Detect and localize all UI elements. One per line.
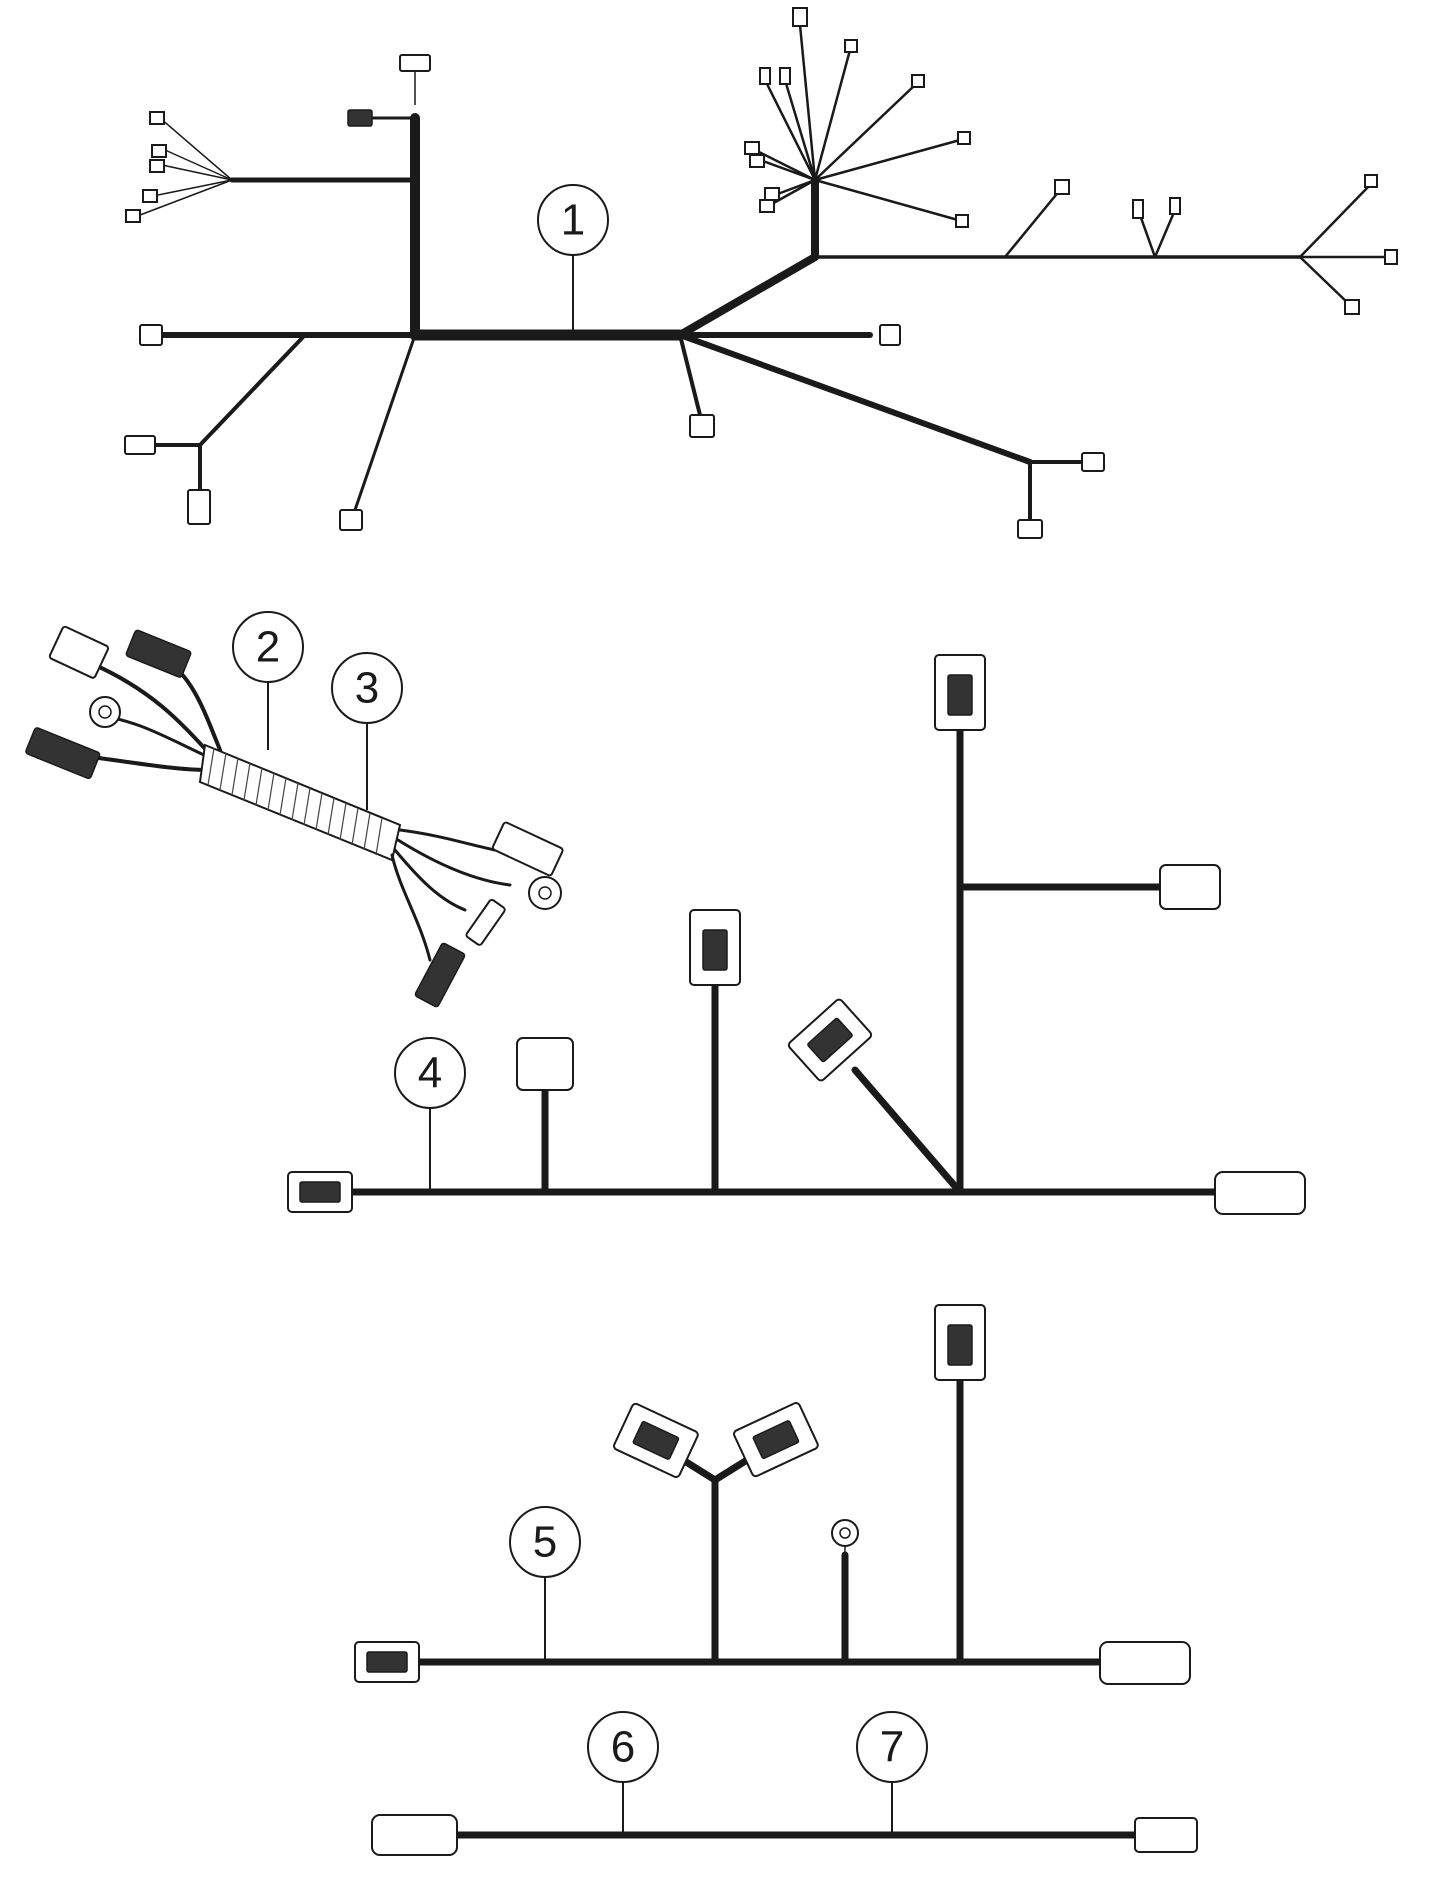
h1-upper-right-diag [676, 253, 819, 339]
connector [955, 214, 969, 228]
h1-right-branch-c [1153, 208, 1177, 259]
connector [149, 111, 165, 125]
connector [1384, 249, 1398, 265]
h1-right-branch-f [1298, 255, 1352, 307]
callout-7-circle [856, 1711, 928, 1783]
connector [149, 159, 165, 173]
loom-tube [198, 743, 402, 862]
callout-2-circle [232, 611, 304, 683]
connector [1081, 452, 1105, 472]
connector [1134, 1817, 1198, 1853]
connector [124, 435, 156, 455]
ring-terminal-hole [839, 1527, 851, 1539]
connector-detail [947, 674, 973, 716]
loom-ribs [207, 747, 383, 856]
h1-lower-mid-branch [353, 333, 417, 512]
connector [139, 324, 163, 346]
connector [759, 67, 771, 85]
harness-5: 5 [354, 1304, 1191, 1685]
connector [764, 187, 780, 201]
connector [749, 154, 765, 168]
harness-1: 1 [124, 7, 1398, 539]
connector [759, 199, 775, 213]
h4-branch-c [851, 1066, 964, 1196]
loom-connector-left-dark [125, 629, 192, 678]
h1-lower-left-branch [198, 333, 307, 447]
callout-5-circle [509, 1506, 581, 1578]
connector [371, 1814, 458, 1856]
connector-detail [299, 1181, 341, 1203]
h1-right-branch-d [1298, 183, 1372, 259]
connector [1169, 197, 1181, 215]
callout-6-circle [587, 1711, 659, 1783]
h1-top-fan [753, 23, 962, 222]
callout-3-circle [331, 652, 403, 724]
connector [689, 414, 715, 438]
ring-terminal-hole [538, 886, 552, 900]
loom-wire [93, 663, 217, 762]
connector [1099, 1641, 1191, 1685]
connector [1364, 174, 1378, 188]
loom-connector-left-top [48, 625, 110, 679]
connector [787, 998, 873, 1082]
callout-7-label: 7 [880, 1723, 904, 1772]
callout-4-label: 4 [418, 1049, 442, 1098]
connector [1159, 864, 1221, 910]
loom-wire [393, 848, 467, 912]
connector [516, 1037, 574, 1091]
callout-4-circle [394, 1037, 466, 1109]
callout-1-label: 1 [561, 196, 585, 245]
loom-connector-right-mid [465, 898, 506, 946]
harness-2-3-loom: 2 3 [25, 611, 564, 1008]
callout-6-label: 6 [611, 1723, 635, 1772]
connector [879, 324, 901, 346]
connector [142, 189, 158, 203]
callout-3-label: 3 [355, 664, 379, 713]
connector [613, 1402, 699, 1478]
connector [1017, 519, 1043, 539]
loom-wire [398, 828, 497, 852]
h1-right-branch-b [1138, 213, 1157, 259]
h1-small-drop [678, 333, 702, 417]
connector [733, 1402, 819, 1478]
h1-connectors [124, 7, 1398, 539]
connector [125, 209, 141, 223]
connector [399, 54, 431, 72]
connector [1344, 299, 1360, 315]
connector [187, 489, 211, 525]
harness-4: 4 [287, 654, 1306, 1215]
connector [1214, 1171, 1306, 1215]
connector [1054, 179, 1070, 195]
ring-terminal-hole [98, 705, 112, 719]
callout-1-circle [537, 184, 609, 256]
loom-connector-right-bottom [414, 942, 466, 1008]
connector-detail [366, 1651, 408, 1673]
connector [844, 39, 858, 53]
callout-2-label: 2 [256, 623, 280, 672]
connector [347, 109, 373, 127]
connector-detail [702, 929, 728, 971]
loom-connector-left-bottom [25, 727, 101, 780]
loom-wire [396, 838, 512, 887]
callout-5-label: 5 [533, 1518, 557, 1567]
connector [911, 74, 925, 88]
harness-6-7: 6 7 [371, 1711, 1198, 1856]
connector [792, 7, 808, 27]
connector-detail [947, 1324, 973, 1366]
loom-connector-right-top [491, 821, 564, 877]
connector [151, 144, 167, 158]
h1-lower-right-diag [677, 332, 1033, 465]
connector [1132, 199, 1144, 219]
connector [744, 141, 760, 155]
loom-wire [390, 853, 432, 962]
connector [339, 509, 363, 531]
h1-left-fan [139, 117, 233, 216]
connector [957, 131, 971, 145]
h1-right-branch-a [1003, 188, 1062, 259]
connector [779, 67, 791, 85]
